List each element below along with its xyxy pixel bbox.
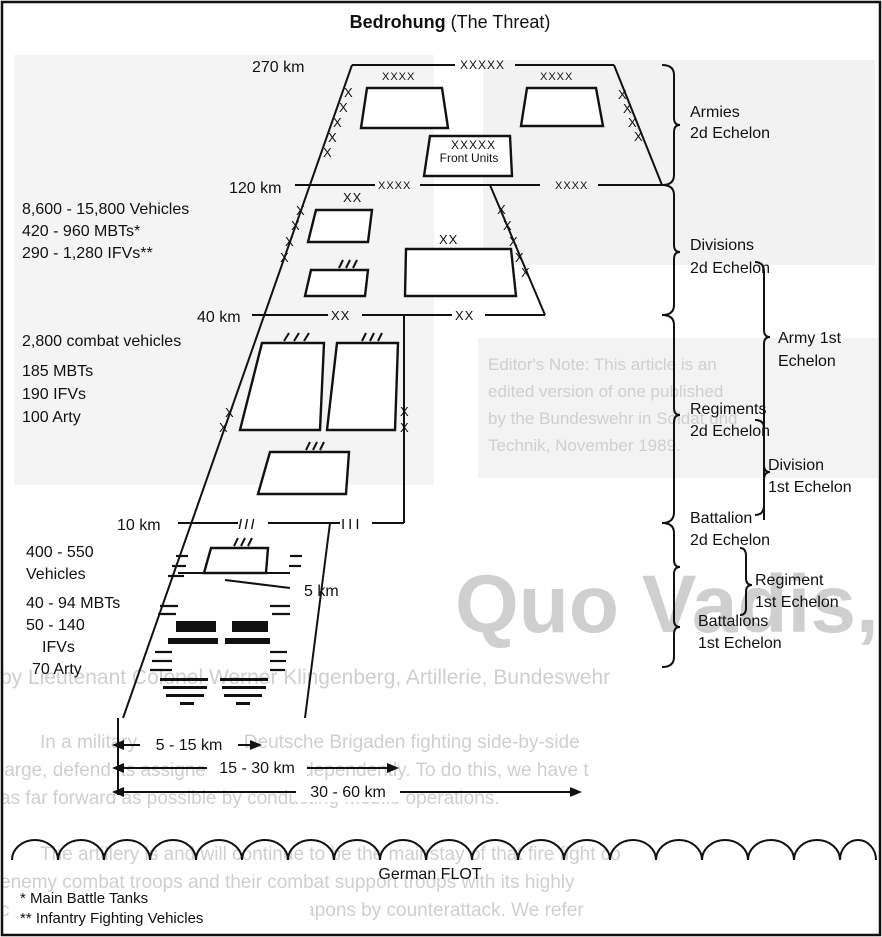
label-armies: Armies xyxy=(690,104,740,121)
label-divisions: Divisions xyxy=(690,237,754,254)
label-battalions-sub: 1st Echelon xyxy=(698,635,782,652)
symbol-xx: XX xyxy=(439,232,458,247)
label-division-sub: 1st Echelon xyxy=(768,479,852,496)
symbol-xxxx: XXXX xyxy=(378,180,411,192)
boundary-x: X xyxy=(285,234,294,249)
regiment-box-right xyxy=(327,343,398,430)
battalion-box xyxy=(204,548,268,573)
symbol-xxxx: XXXX xyxy=(555,180,588,192)
boundary-x: X xyxy=(225,405,234,420)
label-regiment-sub: 1st Echelon xyxy=(755,594,839,611)
stats-battalions: 400 - 550 Vehicles 40 - 94 MBTs 50 - 140… xyxy=(26,544,120,678)
label-battalion-sub: 2d Echelon xyxy=(690,532,770,549)
boundary-x: X xyxy=(400,404,409,419)
boundary-x: X xyxy=(280,250,289,265)
army-box-left xyxy=(361,88,448,128)
distance-5: 5 km xyxy=(304,583,339,600)
symbol-xxxxx: XXXXX xyxy=(451,138,496,152)
symbol-xx: XX xyxy=(455,308,474,323)
boundary-x: X xyxy=(339,100,348,115)
boundary-x: X xyxy=(296,203,305,218)
distance-120: 120 km xyxy=(229,180,281,197)
distance-270: 270 km xyxy=(252,59,304,76)
symbol-xx: XX xyxy=(343,190,362,205)
front-units-label: Front Units xyxy=(440,151,499,165)
stat-line: 8,600 - 15,800 Vehicles xyxy=(22,201,189,218)
background-byline: by Lieutenant Colonel Werner Klingenberg… xyxy=(0,666,610,689)
flot-label: German FLOT xyxy=(378,866,481,883)
boundary-x: X xyxy=(515,250,524,265)
boundary-x: X xyxy=(333,115,342,130)
title-rest: (The Threat) xyxy=(446,12,551,32)
stat-line: 2,800 combat vehicles xyxy=(22,333,181,350)
distance-40: 40 km xyxy=(197,309,241,326)
boundary-x: X xyxy=(521,265,530,280)
boundary-x: X xyxy=(634,129,643,144)
stat-line: 70 Arty xyxy=(32,661,82,678)
symbol-iii: III xyxy=(341,516,363,533)
boundary-x: X xyxy=(623,101,632,116)
label-battalions: Battalions xyxy=(698,613,768,630)
stat-line: 420 - 960 MBTs* xyxy=(22,223,140,240)
boundary-x: X xyxy=(400,420,409,435)
tank-block xyxy=(225,638,270,644)
body-line: The artillery is and will continue to be… xyxy=(40,844,621,865)
label-armies-sub: 2d Echelon xyxy=(690,125,770,142)
boundary-x: X xyxy=(618,87,627,102)
width-5-15: 5 - 15 km xyxy=(156,737,223,754)
distance-10: 10 km xyxy=(117,517,161,534)
label-regiment: Regiment xyxy=(755,572,824,589)
symbol-xx: XX xyxy=(331,308,350,323)
label-regiments-sub: 2d Echelon xyxy=(690,423,770,440)
tank-block xyxy=(176,621,216,632)
division-box-left xyxy=(308,210,372,242)
boundary-x: X xyxy=(509,234,518,249)
width-30-60: 30 - 60 km xyxy=(310,784,386,801)
boundary-x: X xyxy=(628,115,637,130)
stat-line: 100 Arty xyxy=(22,409,81,426)
note-line: Editor's Note: This article is an xyxy=(488,355,717,374)
stat-line: Vehicles xyxy=(26,566,86,583)
division-box-right xyxy=(405,249,516,296)
boundary-x: X xyxy=(328,130,337,145)
note-line: Technik, November 1989. xyxy=(488,436,681,455)
stat-line: IFVs xyxy=(42,639,75,656)
battalion-blocks xyxy=(168,621,270,644)
footnote-mbt: * Main Battle Tanks xyxy=(20,890,148,907)
label-division: Division xyxy=(768,457,824,474)
stat-line: 190 IFVs xyxy=(22,386,86,403)
symbol-xxxxx: XXXXX xyxy=(460,58,505,72)
boundary-x: X xyxy=(497,202,506,217)
figure-title: Bedrohung (The Threat) xyxy=(350,12,551,32)
title-bold: Bedrohung xyxy=(350,12,446,32)
width-15-30: 15 - 30 km xyxy=(219,760,295,777)
stat-line: 185 MBTs xyxy=(22,363,93,380)
symbol-iii: III xyxy=(238,516,257,533)
stat-line: 50 - 140 xyxy=(26,617,85,634)
army-box-right xyxy=(521,88,603,126)
boundary-x: X xyxy=(503,218,512,233)
label-divisions-sub: 2d Echelon xyxy=(690,260,770,277)
note-line: edited version of one published xyxy=(488,382,723,401)
label-battalion: Battalion xyxy=(690,510,752,527)
boundary-x: X xyxy=(323,145,332,160)
symbol-xxxx: XXXX xyxy=(382,71,415,83)
stat-line: 290 - 1,280 IFVs** xyxy=(22,245,153,262)
label-army-1st-sub: Echelon xyxy=(778,353,836,370)
boundary-x: X xyxy=(219,420,228,435)
tank-block xyxy=(232,621,268,632)
stat-line: 40 - 94 MBTs xyxy=(26,595,120,612)
footnote-ifv: ** Infantry Fighting Vehicles xyxy=(20,910,203,927)
division-box-small xyxy=(305,270,368,296)
symbol-xxxx: XXXX xyxy=(540,71,573,83)
tank-block xyxy=(168,638,218,644)
boundary-x: X xyxy=(291,218,300,233)
stat-line: 400 - 550 xyxy=(26,544,94,561)
boundary-x: X xyxy=(344,85,353,100)
label-regiments: Regiments xyxy=(690,401,766,418)
label-army-1st: Army 1st xyxy=(778,330,842,347)
regiment-box-lower xyxy=(258,452,349,494)
